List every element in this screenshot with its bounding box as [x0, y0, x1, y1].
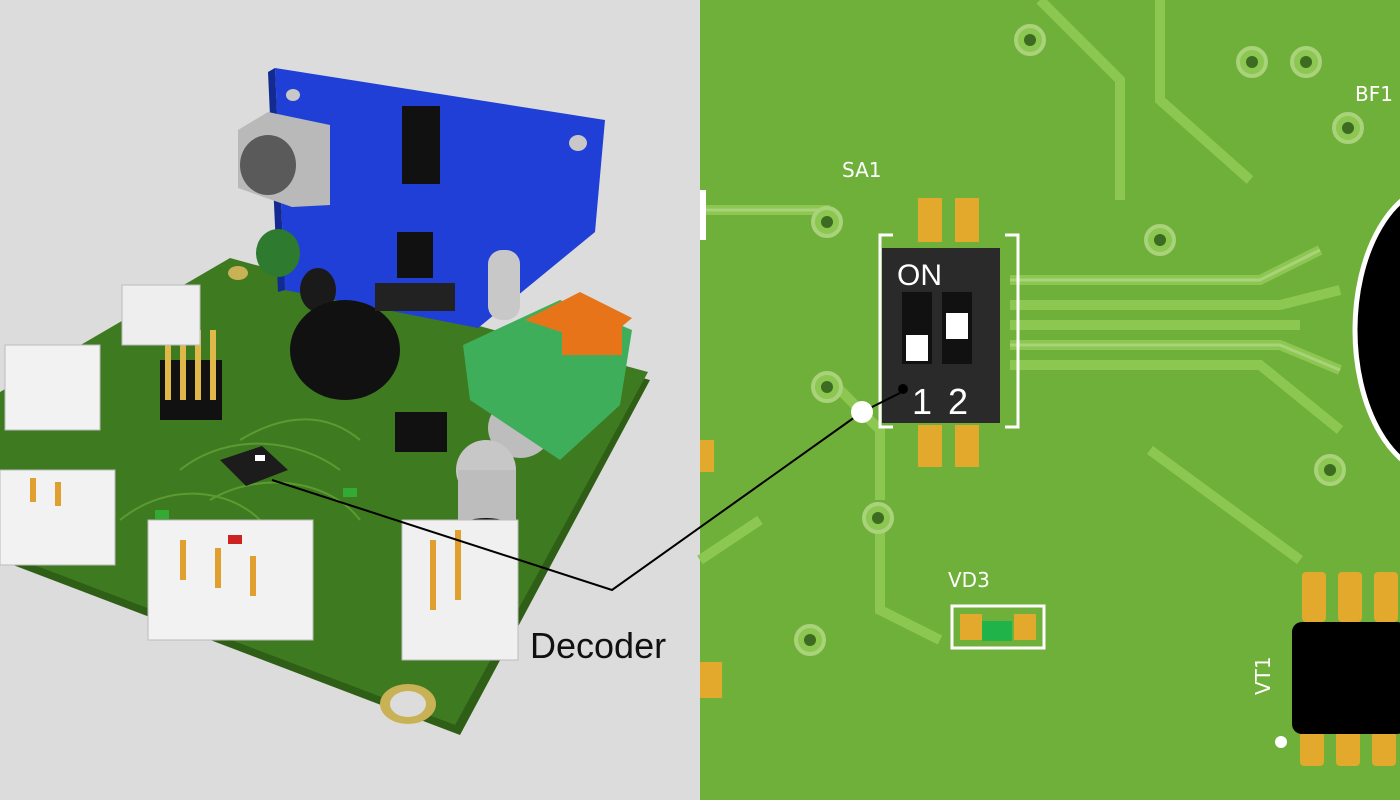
dip-position-1-label: 1 [912, 381, 932, 422]
led-icon [155, 488, 357, 544]
dip-on-label: ON [897, 259, 942, 292]
transistor-ref-label: VT1 [1251, 656, 1275, 695]
dip-switch-icon: ON 1 2 [878, 198, 1020, 467]
connector-icon [0, 284, 519, 661]
dip-switch-3d [220, 446, 288, 486]
led-ref-label: VD3 [948, 568, 990, 592]
decoder-callout: Decoder [271, 392, 901, 666]
ic-chip-icon [397, 106, 440, 278]
left-panel-3d-render [0, 68, 650, 735]
transistor-vt1 [1275, 572, 1400, 766]
terminal-block [463, 292, 632, 460]
buzzer-icon [1352, 198, 1400, 462]
decoder-callout-label: Decoder [530, 625, 666, 666]
daughter-board [238, 68, 605, 328]
switch-ref-label: SA1 [842, 158, 881, 182]
buzzer-ref-label: BF1 [1355, 82, 1393, 106]
right-panel-2d-layout: ON 1 2 SA1 BF1 VD3 VT1 [697, 0, 1400, 800]
led-icon [950, 604, 1046, 650]
dip-position-2-label: 2 [948, 381, 968, 422]
